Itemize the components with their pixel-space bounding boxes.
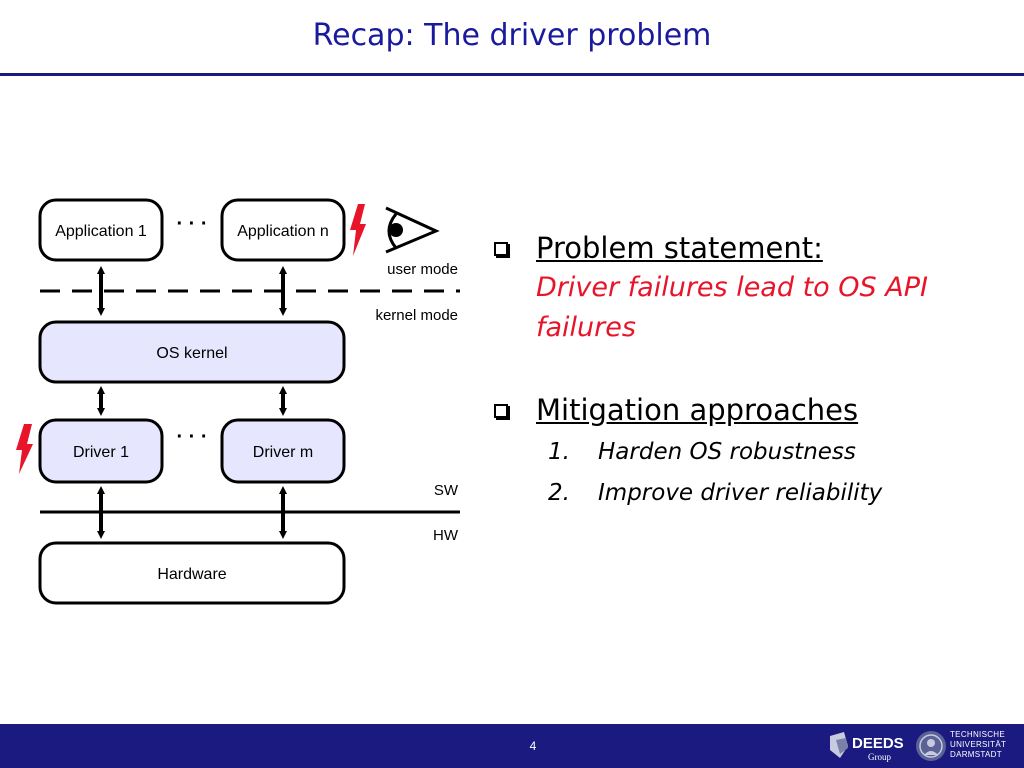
- title-divider: [0, 73, 1024, 76]
- bullet-detail: Driver failures lead to OS API failures: [536, 272, 928, 343]
- footer-bar: 4 DEEDS Group TECHNISCHE UNIVERSITÄT DAR…: [0, 724, 1024, 768]
- driver-m-label: Driver m: [253, 444, 313, 461]
- lightning-icon: [16, 424, 33, 474]
- applications-ellipsis: · · ·: [176, 213, 207, 235]
- list-item: 1. Harden OS robustness: [536, 432, 992, 473]
- checkbox-bullet-icon: [494, 242, 508, 256]
- deeds-logo-subtext: Group: [868, 752, 891, 762]
- deeds-group-logo: DEEDS Group: [830, 732, 904, 762]
- mitigation-list: 1. Harden OS robustness 2. Improve drive…: [536, 432, 992, 514]
- application-1-label: Application 1: [55, 223, 147, 240]
- lightning-icon: [350, 204, 366, 256]
- application-n-box: [220, 198, 346, 262]
- os-kernel-label: OS kernel: [156, 345, 227, 362]
- eye-icon: [385, 206, 440, 254]
- user-mode-label: user mode: [387, 261, 458, 278]
- bullet-mitigation: Mitigation approaches 1. Harden OS robus…: [492, 390, 992, 514]
- bullet-heading: Mitigation approaches: [536, 393, 859, 427]
- driver-m-box: [220, 418, 346, 484]
- driver-1-label: Driver 1: [73, 444, 129, 461]
- tu-logo-line: UNIVERSITÄT: [950, 740, 1007, 749]
- kernel-mode-label: kernel mode: [375, 307, 458, 324]
- list-item-number: 2.: [548, 480, 570, 506]
- slide-title: Recap: The driver problem: [312, 18, 712, 53]
- page-number: 4: [529, 739, 537, 753]
- hw-label: HW: [433, 527, 459, 544]
- os-kernel-box: [38, 320, 346, 384]
- tu-logo-line: TECHNISCHE: [950, 730, 1006, 739]
- hardware-box: [38, 541, 346, 605]
- bullet-heading: Problem statement:: [536, 231, 823, 265]
- sw-label: SW: [434, 482, 459, 499]
- checkbox-bullet-icon: [494, 404, 508, 418]
- list-item-number: 1.: [548, 439, 570, 465]
- driver-architecture-diagram: Application 1 Application n OS kernel Dr…: [16, 198, 460, 605]
- list-item-text: Improve driver reliability: [598, 480, 883, 506]
- hardware-label: Hardware: [157, 566, 226, 583]
- tu-logo-line: DARMSTADT: [950, 750, 1002, 759]
- deeds-logo-text: DEEDS: [852, 735, 904, 752]
- list-item-text: Harden OS robustness: [598, 439, 856, 465]
- application-n-label: Application n: [237, 223, 329, 240]
- bullet-problem-statement: Problem statement: Driver failures lead …: [492, 228, 992, 348]
- application-1-box: [38, 198, 164, 262]
- driver-1-box: [38, 418, 164, 484]
- tu-darmstadt-logo: [916, 731, 946, 761]
- tu-darmstadt-logo-text: TECHNISCHE UNIVERSITÄT DARMSTADT: [950, 730, 1006, 760]
- bullet-list: Problem statement: Driver failures lead …: [492, 228, 992, 514]
- list-item: 2. Improve driver reliability: [536, 473, 992, 514]
- drivers-ellipsis: · · ·: [176, 426, 207, 448]
